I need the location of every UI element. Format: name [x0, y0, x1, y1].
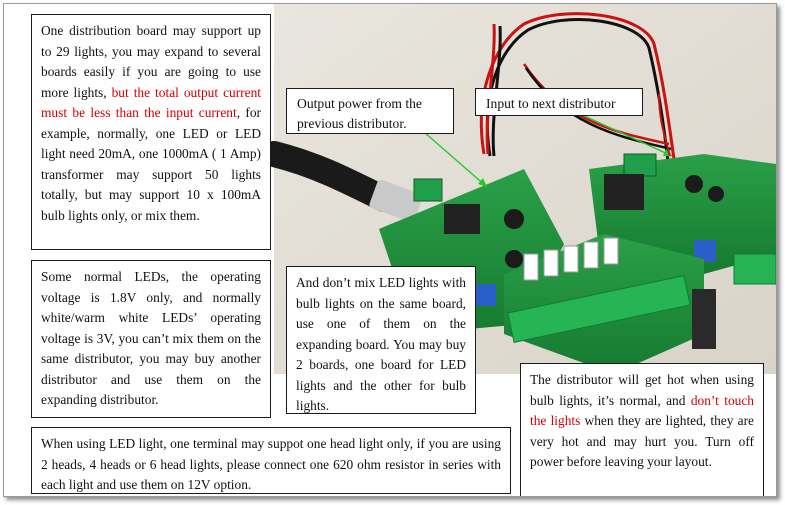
hot-warning-note: The distributor will get hot when using … — [520, 363, 764, 496]
current-warning-highlight: but the total output current must be les… — [41, 84, 261, 121]
board-support-note: One distribution board may support up to… — [31, 14, 271, 250]
board-support-text-1: One distribution board may support up to… — [41, 23, 261, 100]
input-next-label: Input to next distributor — [475, 88, 643, 116]
output-power-label: Output power from the previous distribut… — [286, 88, 454, 134]
board-support-text-2: , for example, normally, one LED or LED … — [41, 105, 261, 223]
hot-warning-text-2: when they are lighted, they are very hot… — [530, 413, 754, 469]
slide-frame: One distribution board may support up to… — [3, 3, 777, 497]
dont-touch-highlight: don’t touch the lights — [530, 392, 755, 429]
hot-warning-text-1: The distributor will get hot when using … — [530, 372, 754, 408]
led-voltage-note: Some normal LEDs, the operating voltage … — [31, 260, 271, 418]
no-mix-note: And don’t mix LED lights with bulb light… — [286, 266, 476, 414]
head-lights-note: When using LED light, one terminal may s… — [31, 427, 511, 494]
